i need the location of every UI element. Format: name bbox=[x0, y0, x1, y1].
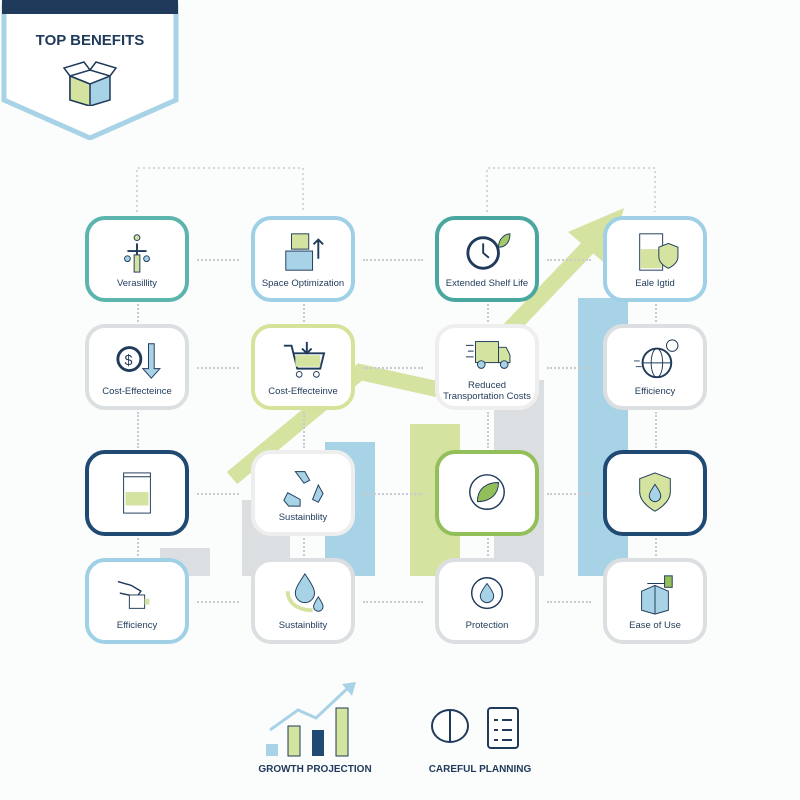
dotted-connector bbox=[197, 493, 239, 495]
growth-chart-icon bbox=[266, 682, 356, 757]
stacked-boxes-icon bbox=[285, 232, 324, 271]
benefit-card-label: Extended Shelf Life bbox=[445, 277, 529, 289]
benefit-card-label: Sustainblity bbox=[278, 619, 328, 631]
drop-cycle-icon bbox=[470, 576, 504, 609]
dotted-connector bbox=[137, 304, 139, 322]
tree-drops-icon bbox=[124, 233, 150, 273]
dotted-connector bbox=[137, 538, 139, 556]
dotted-connector bbox=[197, 367, 239, 369]
benefit-card: Efficiency bbox=[85, 558, 189, 644]
benefit-card bbox=[603, 450, 707, 536]
dotted-connector bbox=[487, 304, 489, 322]
benefit-card: Space Optimization bbox=[251, 216, 355, 302]
dotted-connector bbox=[363, 259, 423, 261]
benefit-card-label: Efficiency bbox=[116, 619, 158, 631]
bag-shield-icon bbox=[639, 232, 679, 271]
banner-title: TOP BENEFITS bbox=[35, 32, 145, 49]
benefit-card-label: Protection bbox=[465, 619, 509, 631]
dotted-connector bbox=[547, 601, 591, 603]
dotted-connector bbox=[197, 259, 239, 261]
dotted-connector bbox=[487, 412, 489, 448]
benefit-card-label: Space Optimization bbox=[261, 277, 345, 289]
benefit-card-label: Sustainblity bbox=[278, 511, 328, 523]
benefit-card: Eale Igtid bbox=[603, 216, 707, 302]
recycle-icon bbox=[283, 470, 324, 507]
truck-icon bbox=[465, 341, 511, 369]
dollar-down-icon: $ bbox=[116, 342, 161, 379]
benefit-card-label: Efficiency bbox=[634, 385, 676, 397]
benefit-card: Cost-Effecteinve bbox=[251, 324, 355, 410]
dotted-connector bbox=[487, 538, 489, 556]
growth-projection-label: GROWTH PROJECTION bbox=[258, 764, 372, 775]
benefit-card-label: Verasillity bbox=[116, 277, 158, 289]
benefit-card: Sustainblity bbox=[251, 558, 355, 644]
benefit-card: Efficiency bbox=[603, 324, 707, 410]
clock-leaf-icon bbox=[466, 232, 511, 270]
dotted-connector bbox=[655, 538, 657, 556]
benefit-card: Verasillity bbox=[85, 216, 189, 302]
benefit-card-label: Reduced Transportation Costs bbox=[443, 380, 531, 402]
benefit-card bbox=[85, 450, 189, 536]
benefit-card-label: Eale Igtid bbox=[635, 277, 675, 289]
cart-icon bbox=[283, 341, 326, 378]
dotted-connector bbox=[137, 412, 139, 448]
benefit-card-label: Ease of Use bbox=[629, 619, 681, 631]
dotted-connector bbox=[303, 538, 305, 556]
dotted-connector bbox=[655, 412, 657, 448]
box-hand-icon bbox=[641, 574, 673, 615]
brain-checklist-icon bbox=[431, 707, 519, 749]
globe-icon bbox=[633, 338, 679, 378]
dotted-connector bbox=[655, 304, 657, 322]
dotted-connector bbox=[197, 601, 239, 603]
open-box-icon bbox=[62, 61, 118, 106]
dotted-connector bbox=[363, 601, 423, 603]
dotted-connector bbox=[547, 493, 591, 495]
careful-planning-label: CAREFUL PLANNING bbox=[428, 764, 532, 775]
benefit-card: Protection bbox=[435, 558, 539, 644]
benefit-card: Sustainblity bbox=[251, 450, 355, 536]
leaf-cycle-icon bbox=[469, 474, 505, 510]
benefit-card: Ease of Use bbox=[603, 558, 707, 644]
dotted-connector bbox=[547, 259, 591, 261]
benefit-card-label: Cost-Effecteinve bbox=[268, 385, 338, 397]
pouch-icon bbox=[123, 472, 151, 514]
bg-growth-arrow bbox=[226, 234, 601, 485]
svg-text:$: $ bbox=[125, 352, 133, 368]
shield-drop-icon bbox=[639, 472, 671, 512]
benefit-card-label: Cost-Effecteince bbox=[102, 385, 172, 397]
dotted-connector bbox=[363, 493, 423, 495]
dotted-connector bbox=[547, 367, 591, 369]
dotted-connector bbox=[303, 304, 305, 322]
dotted-connector bbox=[303, 412, 305, 448]
dotted-connector bbox=[363, 367, 423, 369]
top-benefits-banner: TOP BENEFITS bbox=[0, 0, 180, 140]
benefit-card: Reduced Transportation Costs bbox=[435, 324, 539, 410]
benefit-card bbox=[435, 450, 539, 536]
hand-package-icon bbox=[117, 580, 150, 609]
benefit-card: $ Cost-Effecteince bbox=[85, 324, 189, 410]
banner-shape bbox=[1, 0, 179, 140]
benefit-card: Extended Shelf Life bbox=[435, 216, 539, 302]
drops-arrow-icon bbox=[285, 572, 324, 612]
